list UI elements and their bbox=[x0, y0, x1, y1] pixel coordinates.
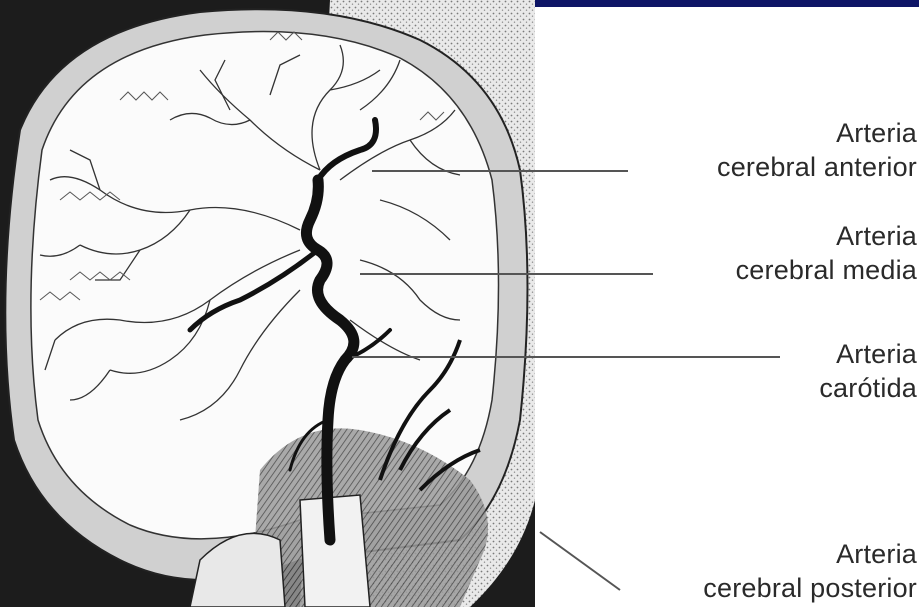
label-media-line2: cerebral media bbox=[736, 253, 917, 287]
label-anterior-line2: cerebral anterior bbox=[717, 150, 917, 184]
label-carotida-line2: carótida bbox=[819, 371, 917, 405]
label-arteria-carotida: Arteria carótida bbox=[819, 337, 917, 405]
label-posterior-line2: cerebral posterior bbox=[703, 571, 917, 605]
brain-angiogram-illustration bbox=[0, 0, 535, 607]
label-anterior-line1: Arteria bbox=[717, 116, 917, 150]
label-media-line1: Arteria bbox=[736, 219, 917, 253]
leader-line-posterior bbox=[540, 532, 620, 590]
label-arteria-cerebral-media: Arteria cerebral media bbox=[736, 219, 917, 287]
spine-region bbox=[300, 495, 370, 607]
label-posterior-line1: Arteria bbox=[703, 537, 917, 571]
label-arteria-cerebral-posterior: Arteria cerebral posterior bbox=[703, 537, 917, 605]
label-arteria-cerebral-anterior: Arteria cerebral anterior bbox=[717, 116, 917, 184]
label-carotida-line1: Arteria bbox=[819, 337, 917, 371]
